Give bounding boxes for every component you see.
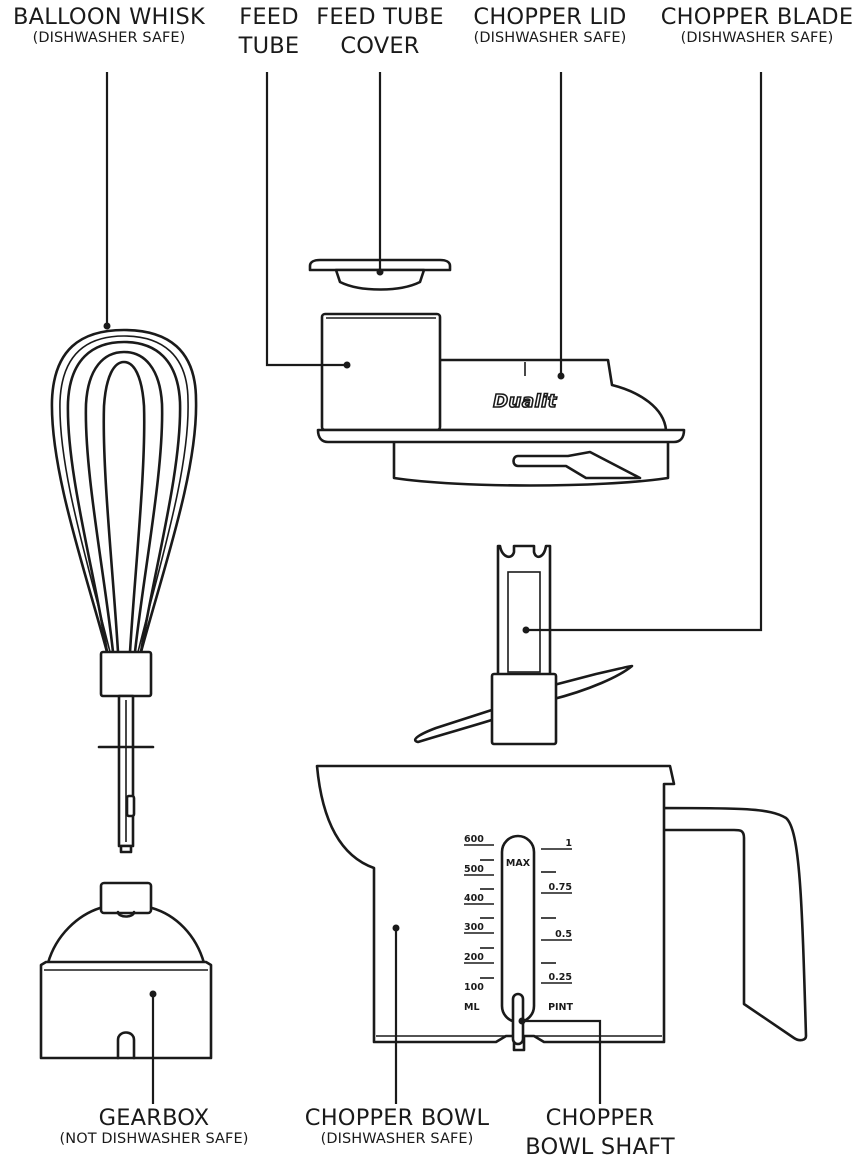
ml-mark-500: 500 bbox=[464, 864, 484, 875]
chopper-bowl: 600 500 400 300 200 100 ML MAX 1 0.75 0.… bbox=[315, 764, 808, 1052]
chopper-blade-label: CHOPPER BLADE (DISHWASHER SAFE) bbox=[654, 4, 860, 47]
chopper-bowl-title: CHOPPER BOWL bbox=[304, 1105, 490, 1131]
ml-unit: ML bbox=[464, 1002, 480, 1013]
chopper-lid: Dualit bbox=[316, 312, 686, 487]
pint-mark-0-5: 0.5 bbox=[555, 929, 572, 940]
pint-unit: PINT bbox=[548, 1002, 573, 1013]
chopper-bowl-note: (DISHWASHER SAFE) bbox=[320, 1131, 474, 1148]
chopper-bowl-shaft-label: CHOPPER BOWL SHAFT bbox=[510, 1105, 690, 1161]
gearbox-title: GEARBOX bbox=[98, 1105, 210, 1131]
gearbox-note: (NOT DISHWASHER SAFE) bbox=[59, 1131, 249, 1148]
chopper-blade bbox=[413, 544, 634, 746]
balloon-whisk-note: (DISHWASHER SAFE) bbox=[32, 30, 186, 47]
feed-tube-label: FEED TUBE bbox=[234, 4, 304, 60]
feed-tube-cover-line2: COVER bbox=[340, 33, 420, 60]
pint-scale: 1 0.75 0.5 0.25 PINT bbox=[541, 838, 574, 1013]
chopper-bowl-shaft-line1: CHOPPER bbox=[545, 1105, 655, 1131]
ml-mark-200: 200 bbox=[464, 952, 484, 963]
chopper-bowl-shaft-line2: BOWL SHAFT bbox=[525, 1134, 675, 1161]
dualit-logo: Dualit bbox=[493, 391, 558, 412]
feed-tube-line2: TUBE bbox=[238, 33, 300, 60]
gearbox bbox=[39, 881, 213, 1060]
chopper-blade-note: (DISHWASHER SAFE) bbox=[680, 30, 834, 47]
feed-tube-line1: FEED bbox=[239, 4, 299, 30]
chopper-lid-note: (DISHWASHER SAFE) bbox=[473, 30, 627, 47]
feed-tube-cover-line1: FEED TUBE bbox=[316, 4, 444, 30]
balloon-whisk-title: BALLOON WHISK bbox=[13, 4, 205, 30]
gearbox-label: GEARBOX (NOT DISHWASHER SAFE) bbox=[22, 1105, 286, 1148]
pint-mark-0-25: 0.25 bbox=[549, 972, 572, 983]
chopper-bowl-label: CHOPPER BOWL (DISHWASHER SAFE) bbox=[290, 1105, 504, 1148]
balloon-whisk-label: BALLOON WHISK (DISHWASHER SAFE) bbox=[0, 4, 218, 47]
max-label: MAX bbox=[506, 858, 531, 869]
chopper-blade-title: CHOPPER BLADE bbox=[660, 4, 854, 30]
ml-mark-600: 600 bbox=[464, 834, 484, 845]
chopper-lid-label: CHOPPER LID (DISHWASHER SAFE) bbox=[452, 4, 648, 47]
chopper-lid-title: CHOPPER LID bbox=[473, 4, 627, 30]
feed-tube-cover-label: FEED TUBE COVER bbox=[312, 4, 448, 60]
pint-mark-1: 1 bbox=[565, 838, 572, 849]
ml-mark-100: 100 bbox=[464, 982, 484, 993]
ml-mark-400: 400 bbox=[464, 893, 484, 904]
ml-scale: 600 500 400 300 200 100 ML bbox=[464, 834, 494, 1013]
ml-mark-300: 300 bbox=[464, 922, 484, 933]
pint-mark-0-75: 0.75 bbox=[549, 882, 572, 893]
balloon-whisk bbox=[50, 328, 198, 854]
leader-lines bbox=[103, 72, 763, 1104]
